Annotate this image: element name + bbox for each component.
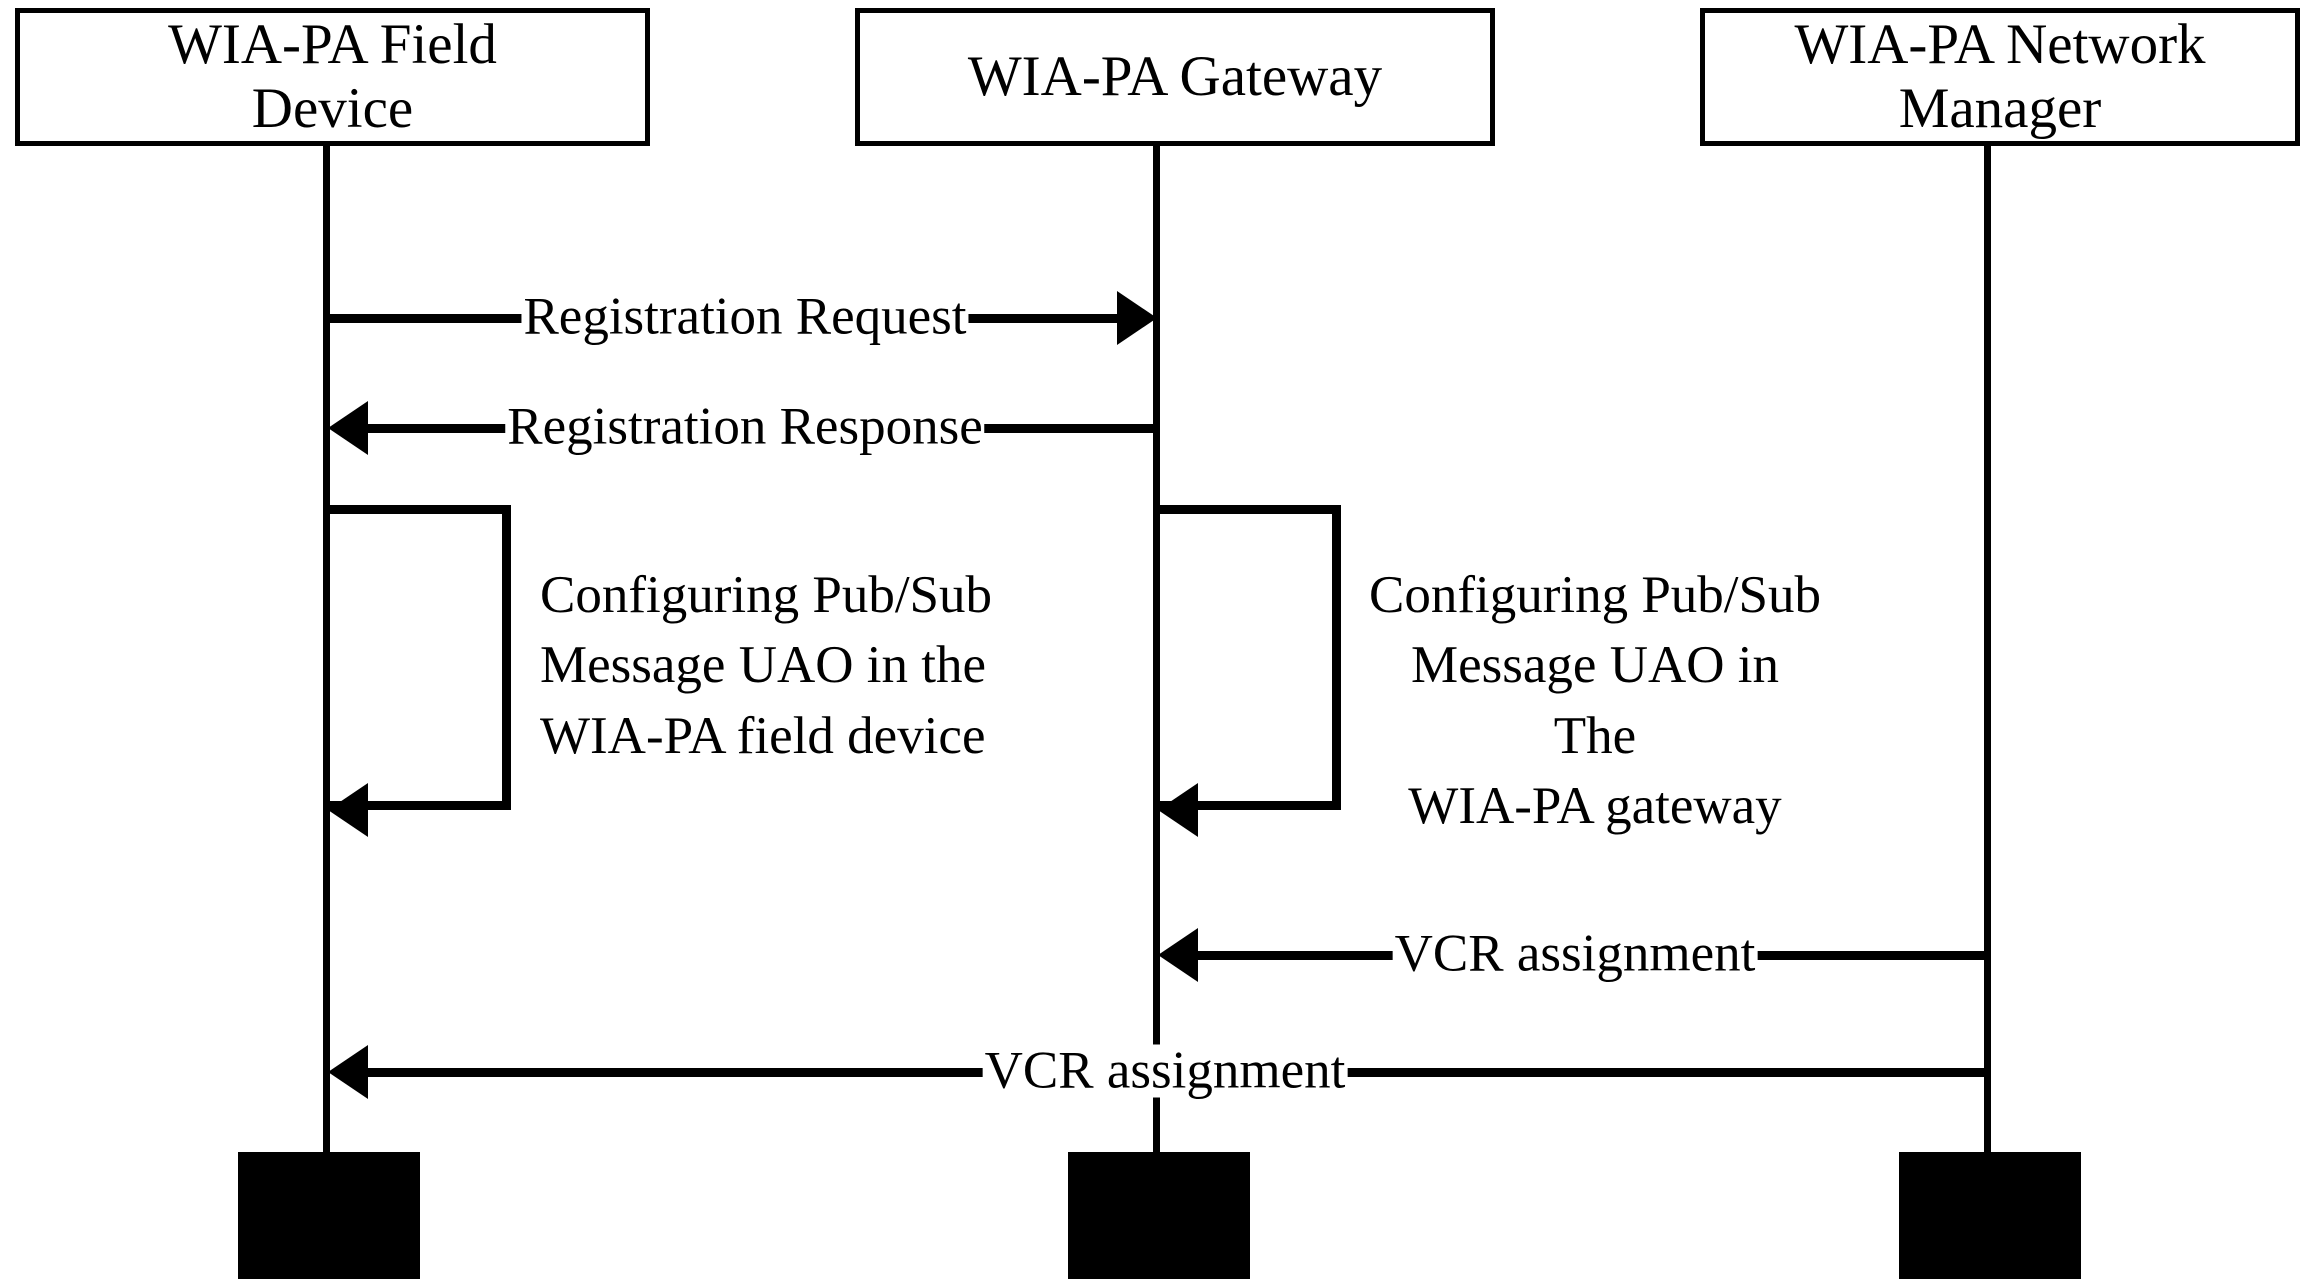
arrowhead-configure-field-device — [328, 783, 368, 837]
self-call-loop-configure-gateway — [1156, 505, 1341, 810]
termination-bar-gateway — [1068, 1152, 1250, 1279]
participant-box-gateway: WIA-PA Gateway — [855, 8, 1495, 146]
arrowhead-registration-request — [1117, 291, 1157, 345]
self-call-label-configure-field-device: Configuring Pub/Sub Message UAO in the W… — [540, 566, 993, 765]
participant-box-field-device: WIA-PA Field Device — [15, 8, 650, 146]
arrowhead-vcr-assignment-device — [328, 1045, 368, 1099]
self-call-label-configure-gateway: Configuring Pub/Sub Message UAO in The W… — [1368, 566, 1822, 836]
termination-bar-network-manager — [1899, 1152, 2081, 1279]
arrowhead-registration-response — [328, 401, 368, 455]
participant-label-gateway: WIA-PA Gateway — [967, 45, 1383, 109]
self-call-loop-configure-field-device — [326, 505, 511, 810]
message-label-registration-request: Registration Request — [521, 287, 969, 346]
participant-box-network-manager: WIA-PA Network Manager — [1700, 8, 2300, 146]
participant-label-field-device: WIA-PA Field Device — [168, 13, 497, 140]
lifeline-network-manager — [1984, 146, 1991, 1166]
message-label-vcr-assignment-device: VCR assignment — [982, 1041, 1348, 1100]
participant-label-network-manager: WIA-PA Network Manager — [1794, 13, 2206, 140]
arrowhead-vcr-assignment-gateway — [1158, 928, 1198, 982]
lifeline-field-device — [323, 146, 330, 1166]
message-label-registration-response: Registration Response — [505, 397, 985, 456]
arrowhead-configure-gateway — [1158, 783, 1198, 837]
termination-bar-field-device — [238, 1152, 420, 1279]
lifeline-gateway — [1153, 146, 1160, 1166]
message-label-vcr-assignment-gateway: VCR assignment — [1392, 924, 1758, 983]
